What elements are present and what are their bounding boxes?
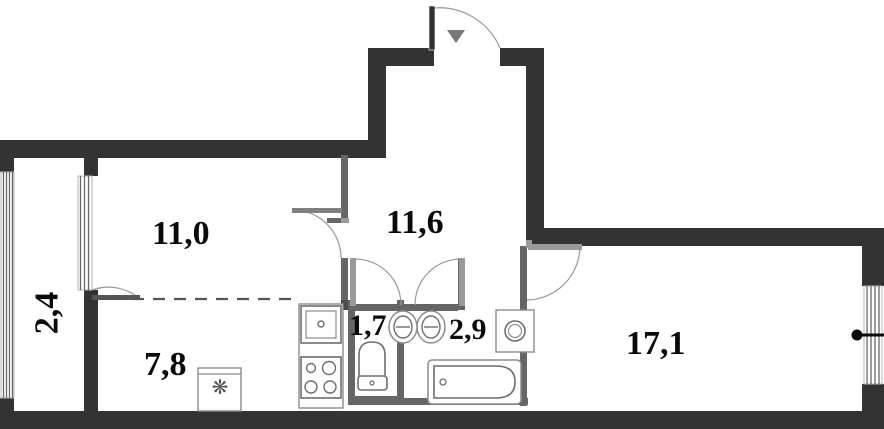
washing-machine bbox=[495, 309, 535, 353]
room-area-bathroom: 2,9 bbox=[449, 313, 487, 346]
room-area-hall: 11,6 bbox=[386, 204, 444, 241]
refrigerator-snowflake-icon: ❋ bbox=[211, 375, 229, 399]
living-room-door[interactable] bbox=[291, 208, 342, 259]
entrance-direction-arrow bbox=[447, 30, 465, 43]
bedroom-window-marker bbox=[851, 329, 884, 341]
room-area-living-room: 11,0 bbox=[152, 215, 210, 252]
bedroom-door[interactable] bbox=[526, 244, 582, 301]
room-area-bedroom: 17,1 bbox=[626, 325, 686, 362]
balcony-glazing bbox=[0, 171, 15, 399]
balcony-door-glazing bbox=[77, 175, 93, 291]
stove-four-burner bbox=[300, 356, 342, 399]
room-area-balcony: 2,4 bbox=[28, 291, 66, 335]
wc-washbasin bbox=[388, 310, 418, 344]
bathtub bbox=[427, 359, 522, 405]
kitchen-sink bbox=[300, 305, 342, 344]
exterior-walls bbox=[0, 48, 884, 429]
bathroom-door[interactable] bbox=[414, 258, 465, 306]
wall-jamb-details bbox=[341, 218, 532, 248]
balcony-door[interactable] bbox=[91, 286, 141, 300]
interior-wall-accents bbox=[341, 300, 348, 310]
entrance-door[interactable] bbox=[428, 5, 501, 51]
toilet bbox=[357, 341, 388, 391]
wc-door[interactable] bbox=[350, 258, 402, 306]
room-area-kitchen: 7,8 bbox=[144, 346, 187, 383]
room-area-wc: 1,7 bbox=[349, 309, 387, 342]
refrigerator bbox=[197, 367, 242, 412]
bath-washbasin bbox=[416, 310, 446, 344]
